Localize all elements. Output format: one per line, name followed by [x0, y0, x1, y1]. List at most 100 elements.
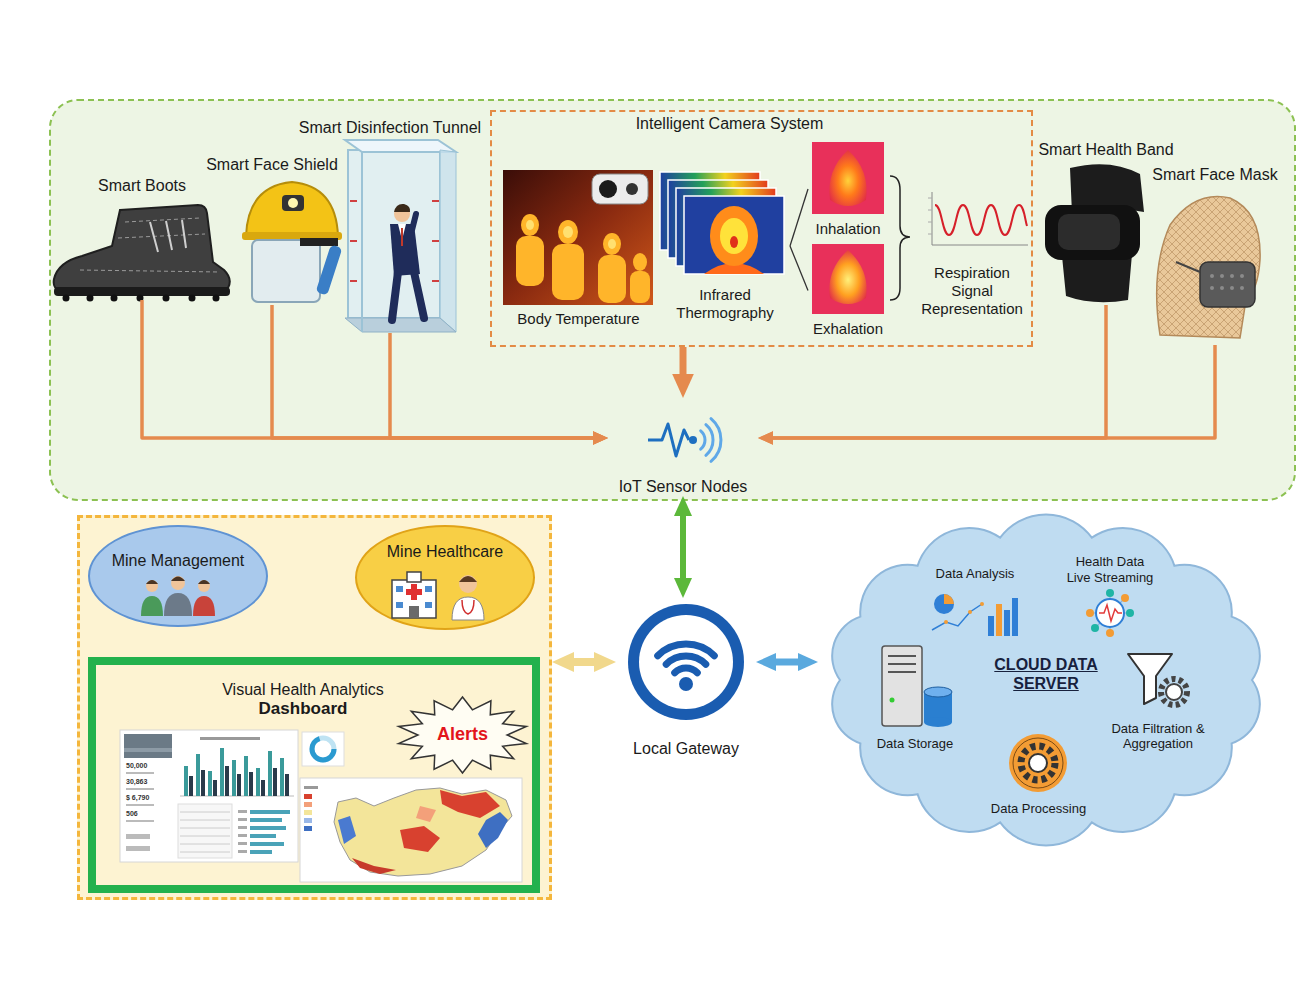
- thermal-crowd-image: [592, 174, 648, 204]
- face-mask-illustration: [1200, 262, 1255, 307]
- node-label: Health Data Live Streaming: [1062, 554, 1158, 585]
- thermal-crowd-image: [563, 226, 573, 238]
- streaming-icon: [1091, 589, 1134, 632]
- thermal-crowd-image: [516, 236, 544, 286]
- tunnel-illustration: [392, 272, 398, 320]
- streaming-icon: [1109, 593, 1110, 613]
- node-label: Infrared Thermography: [670, 286, 780, 322]
- boots-device: Smart Boots: [52, 176, 232, 300]
- management-people-icon: [193, 596, 215, 616]
- map-thumbnail: [300, 778, 522, 882]
- storage-icon: [888, 671, 916, 673]
- kpi-value: 506: [126, 810, 138, 818]
- hospital-icon: [411, 584, 417, 600]
- cloud-function-box: Data Analysis: [925, 566, 1025, 642]
- hospital-icon: [392, 580, 436, 618]
- streaming-icon: [1121, 594, 1129, 602]
- map-thumbnail: [304, 810, 312, 815]
- sensor-zone-panel: [50, 100, 1295, 500]
- hospital-icon: [396, 586, 432, 608]
- map-thumbnail: [334, 788, 512, 876]
- kpi-value-holder: $ 6,790: [126, 794, 149, 802]
- map-thumbnail: [478, 812, 508, 848]
- node-label: IoT Sensor Nodes: [619, 477, 748, 496]
- dashboard-thumbnail: [237, 774, 241, 796]
- tunnel-illustration: [398, 224, 406, 240]
- dashboard-thumbnail: [225, 766, 229, 796]
- node-label: CLOUD DATA SERVER: [987, 655, 1105, 693]
- node-label: Data Processing: [991, 801, 1086, 817]
- node-label: Alerts: [437, 724, 488, 746]
- dashboard-thumbnail: [180, 852, 230, 853]
- tunnel-illustration: [345, 140, 456, 152]
- exhalation-image: [812, 244, 884, 314]
- health-band-illustration: [1058, 214, 1120, 250]
- face-mask-illustration: [1157, 197, 1260, 338]
- gateway-wifi-icon: [639, 615, 733, 709]
- dashboard-thumbnail: [124, 748, 172, 752]
- dashboard-thumbnail: [180, 836, 230, 837]
- boot-illustration: [54, 205, 230, 302]
- map-thumbnail: [440, 790, 500, 818]
- dashboard-thumbnail: [256, 768, 260, 796]
- node-label: Mine Management: [112, 551, 245, 570]
- streaming-icon: [1096, 599, 1124, 627]
- tunnel-illustration: [414, 272, 424, 318]
- storage-icon: [882, 646, 952, 727]
- analysis-icon: [968, 610, 972, 614]
- connector-arrow: [770, 345, 1215, 438]
- curly-bracket: [890, 176, 910, 300]
- processing-icon: [1029, 754, 1047, 772]
- node-label: Local Gateway: [633, 739, 739, 758]
- respiration-chart: [935, 205, 1027, 235]
- dashboard-thumbnail: [196, 754, 200, 796]
- management-people-icon: [141, 596, 163, 616]
- dashboard-thumbnail: [244, 756, 248, 796]
- filtration-icon: [1166, 684, 1182, 700]
- kpi-value: $ 6,790: [126, 794, 149, 802]
- storage-icon: [924, 717, 952, 727]
- face-mask-illustration: [1240, 286, 1244, 290]
- dashboard-thumbnail: [238, 810, 247, 853]
- face-shield-illustration: [252, 240, 320, 302]
- gateway-wifi-icon: [628, 604, 744, 720]
- boot-illustration: [54, 287, 230, 296]
- thermal-crowd-image: [626, 183, 638, 195]
- connector-arrow: [680, 347, 687, 379]
- tunnel-illustration: [390, 224, 420, 276]
- dashboard-thumbnail: [238, 834, 247, 837]
- streaming-icon: [1126, 609, 1134, 617]
- inhalation-image: [829, 150, 866, 206]
- tunnel-illustration: [432, 200, 439, 202]
- node-label: Inhalation: [815, 220, 880, 238]
- health-band-illustration: [1062, 254, 1132, 302]
- thermal-crowd-image: [503, 170, 653, 305]
- dashboard-thumbnail: [285, 774, 289, 796]
- hospital-icon: [425, 602, 432, 608]
- dashboard-box: Visual Health AnalyticsDashboardAlerts: [88, 657, 540, 893]
- node-label: Respiration Signal Representation: [916, 264, 1028, 318]
- tunnel-illustration: [432, 280, 439, 282]
- streaming-icon: [1091, 624, 1099, 632]
- starburst-outline: [399, 697, 527, 773]
- dashboard-thumbnail: [126, 846, 150, 851]
- thermal-crowd-image: [521, 214, 539, 236]
- dashboard-thumbnail: [250, 850, 272, 854]
- thermography-frames: [660, 172, 760, 250]
- tunnel-illustration: [350, 200, 439, 282]
- boot-illustration: [63, 295, 70, 302]
- face-shield-device: Smart Face Shield: [198, 155, 346, 305]
- dashboard-thumbnail: [250, 834, 276, 838]
- boot-illustration: [87, 295, 94, 302]
- respiration-chart: [928, 192, 1028, 245]
- iot-sensor-icon: [701, 419, 721, 462]
- management-people-icon: [146, 580, 158, 592]
- tunnel-illustration: [401, 228, 403, 246]
- map-thumbnail: [416, 806, 436, 822]
- face-mask-illustration: [1176, 262, 1200, 272]
- dashboard-thumbnail: [249, 772, 253, 796]
- management-people-icon: [171, 576, 185, 590]
- face-mask-illustration: [1210, 274, 1244, 290]
- map-thumbnail: [304, 786, 318, 789]
- alert-starburst: Alerts: [395, 695, 530, 775]
